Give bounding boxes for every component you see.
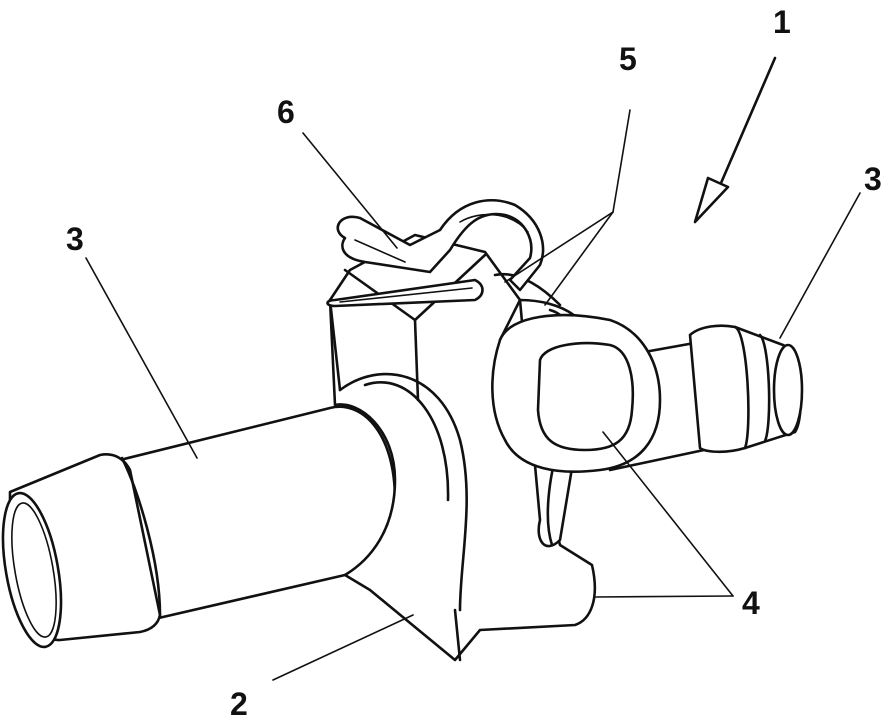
assembly-arrow — [693, 56, 777, 224]
label-assembly: 1 — [773, 4, 791, 40]
label-seats: 5 — [619, 41, 637, 77]
locking-pin — [326, 199, 545, 308]
leader-lines — [85, 109, 861, 681]
housing — [328, 233, 597, 662]
label-housing: 2 — [230, 686, 248, 722]
jaw-assembly — [491, 272, 662, 548]
label-jaws: 4 — [742, 585, 760, 621]
left-pipe — [1, 405, 397, 649]
label-pipe-left: 3 — [66, 221, 84, 257]
label-pipe-right: 3 — [864, 161, 882, 197]
label-pin: 6 — [277, 94, 295, 130]
